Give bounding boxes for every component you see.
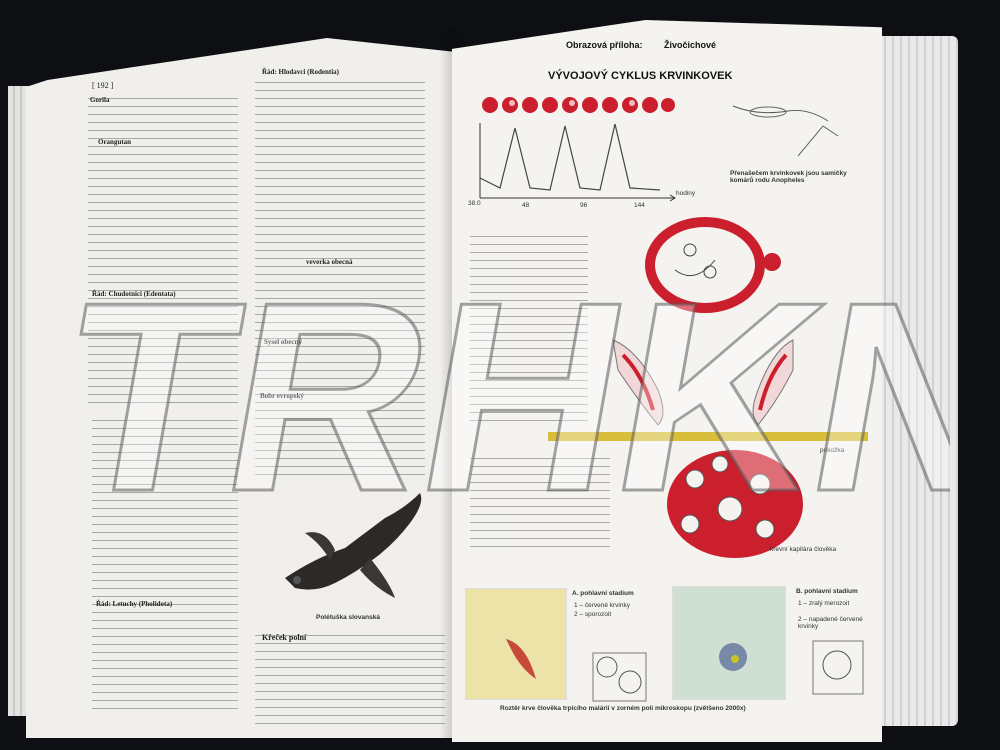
stage-b-item-1: 1 – zralý merozoit <box>798 600 850 607</box>
right-left-text <box>470 236 588 426</box>
heading-lukouni: Řád: Letuchy (Pholidota) <box>96 600 173 608</box>
stage-b-item-2: 2 – napadené červené krvinky <box>798 616 863 630</box>
x-tick-48: 48 <box>522 202 530 209</box>
y-tick: 38.0 <box>468 200 481 207</box>
species-krecek: Křeček polní <box>262 633 307 642</box>
bottom-caption: Roztěr krve člověka trpícího malárií v z… <box>500 705 746 712</box>
x-tick-96: 96 <box>580 202 588 209</box>
left-column-text-lower <box>92 420 238 710</box>
stage-a-diagram <box>592 652 647 702</box>
mosquito-sketch <box>732 105 839 157</box>
squirrel-caption: Polétuška slovanská <box>316 614 380 621</box>
blood-cell-row <box>482 97 675 113</box>
stage-b-diagram <box>812 640 864 695</box>
page-number: [ 192 ] <box>92 81 114 90</box>
header-section: Živočichové <box>664 40 717 50</box>
heading-hlodavci: Řád: Hlodavci (Rodentia) <box>262 68 339 76</box>
species-gorila: Gorila <box>90 96 110 104</box>
micrograph-a <box>465 588 567 700</box>
stage-a-item-2: 2 – sporozoit <box>574 611 612 618</box>
species-sysel: Sysel obecný <box>264 338 302 346</box>
skin-layer-band <box>548 432 868 441</box>
stage-a-title: A. pohlavní stadium <box>572 590 634 597</box>
capillary-caption: krevní kapilára člověka <box>770 546 837 553</box>
right-column-text <box>255 82 425 482</box>
flying-squirrel-illustration <box>285 493 422 598</box>
skin-band-label: pokožka <box>820 447 845 454</box>
species-veverka: veverka obecná <box>306 258 353 266</box>
stage-b-title: B. pohlavní stadium <box>796 588 858 595</box>
fever-graph <box>479 123 676 202</box>
bottom-text <box>255 635 445 725</box>
lower-text-block <box>470 458 610 548</box>
stage-a-item-1: 1 – červené krvinky <box>574 602 630 609</box>
right-page-stack <box>870 36 958 726</box>
mosquito-caption: Přenašečem krvinkovek jsou samičky komár… <box>730 170 847 184</box>
mosquito-bodies <box>612 339 794 426</box>
left-column-text <box>88 98 238 408</box>
x-axis-label: hodiny <box>676 190 696 197</box>
species-bobr: Bobr evropský <box>260 392 304 400</box>
capillary-illustration <box>667 450 803 558</box>
header-label: Obrazová příloha: <box>566 40 643 50</box>
x-tick-144: 144 <box>634 202 645 209</box>
infected-cell-illustration <box>645 217 781 313</box>
page-title: Vývojový cyklus krvinkovek <box>548 70 733 82</box>
micrograph-b <box>672 586 786 700</box>
heading-chudotnici: Řád: Chudotnici (Edentata) <box>92 290 176 298</box>
species-orangutan: Orangutan <box>98 138 132 146</box>
